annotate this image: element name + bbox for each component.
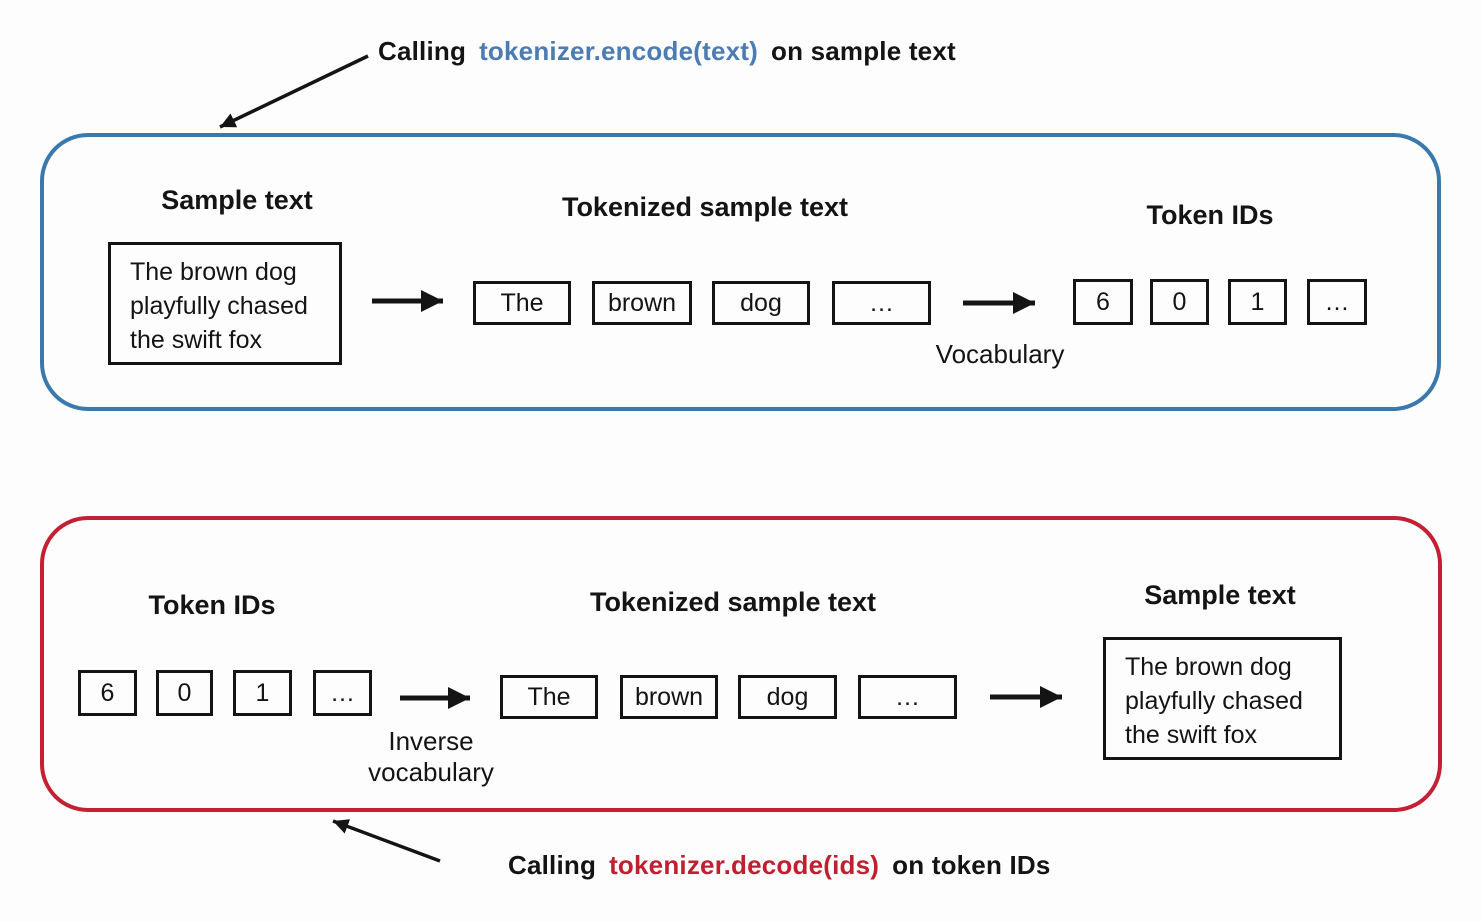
encode-caption: Calling tokenizer.encode(text) on sample… [378, 36, 956, 67]
decode-caption-suffix: on token IDs [892, 850, 1051, 880]
encode-token-ids-label: Token IDs [1146, 200, 1274, 230]
decode-token-box: … [858, 675, 957, 719]
decode-caption-prefix: Calling [508, 850, 597, 880]
encode-token-box: … [832, 281, 931, 325]
decode-caption-code: tokenizer.decode(ids) [609, 850, 880, 880]
encode-token-box: The [473, 281, 571, 325]
decode-token-id-box: 0 [156, 670, 213, 716]
decode-token-id-box: 6 [78, 670, 137, 716]
decode-caption: Calling tokenizer.decode(ids) on token I… [508, 850, 1051, 881]
decode-tokenized-label: Tokenized sample text [589, 587, 877, 617]
encode-token-box: dog [712, 281, 810, 325]
decode-token-ids-label: Token IDs [148, 590, 276, 620]
encode-caption-arrow [219, 54, 369, 129]
encode-sample-text-label: Sample text [161, 185, 313, 215]
encode-panel [40, 133, 1441, 411]
encode-caption-prefix: Calling [378, 36, 467, 66]
decode-token-id-box: … [313, 670, 372, 716]
encode-token-box: brown [592, 281, 692, 325]
encode-token-id-box: 0 [1150, 279, 1209, 325]
decode-token-box: dog [738, 675, 837, 719]
encode-caption-code: tokenizer.encode(text) [479, 36, 758, 66]
decode-sample-text-box: The brown dog playfully chased the swift… [1103, 637, 1342, 760]
encode-token-id-box: 1 [1228, 279, 1287, 325]
decode-inverse-vocabulary-label: Inverse vocabulary [368, 726, 494, 787]
encode-sample-text-box: The brown dog playfully chased the swift… [108, 242, 342, 365]
encode-token-id-box: 6 [1073, 279, 1133, 325]
decode-token-id-box: 1 [233, 670, 292, 716]
decode-token-box: brown [620, 675, 718, 719]
encode-vocabulary-label: Vocabulary [935, 339, 1065, 369]
encode-token-id-box: … [1307, 279, 1367, 325]
encode-tokenized-label: Tokenized sample text [561, 192, 849, 222]
decode-panel [40, 516, 1442, 812]
encode-caption-suffix: on sample text [771, 36, 956, 66]
decode-token-box: The [500, 675, 598, 719]
decode-caption-arrow [332, 819, 441, 863]
decode-sample-text-label: Sample text [1144, 580, 1296, 610]
